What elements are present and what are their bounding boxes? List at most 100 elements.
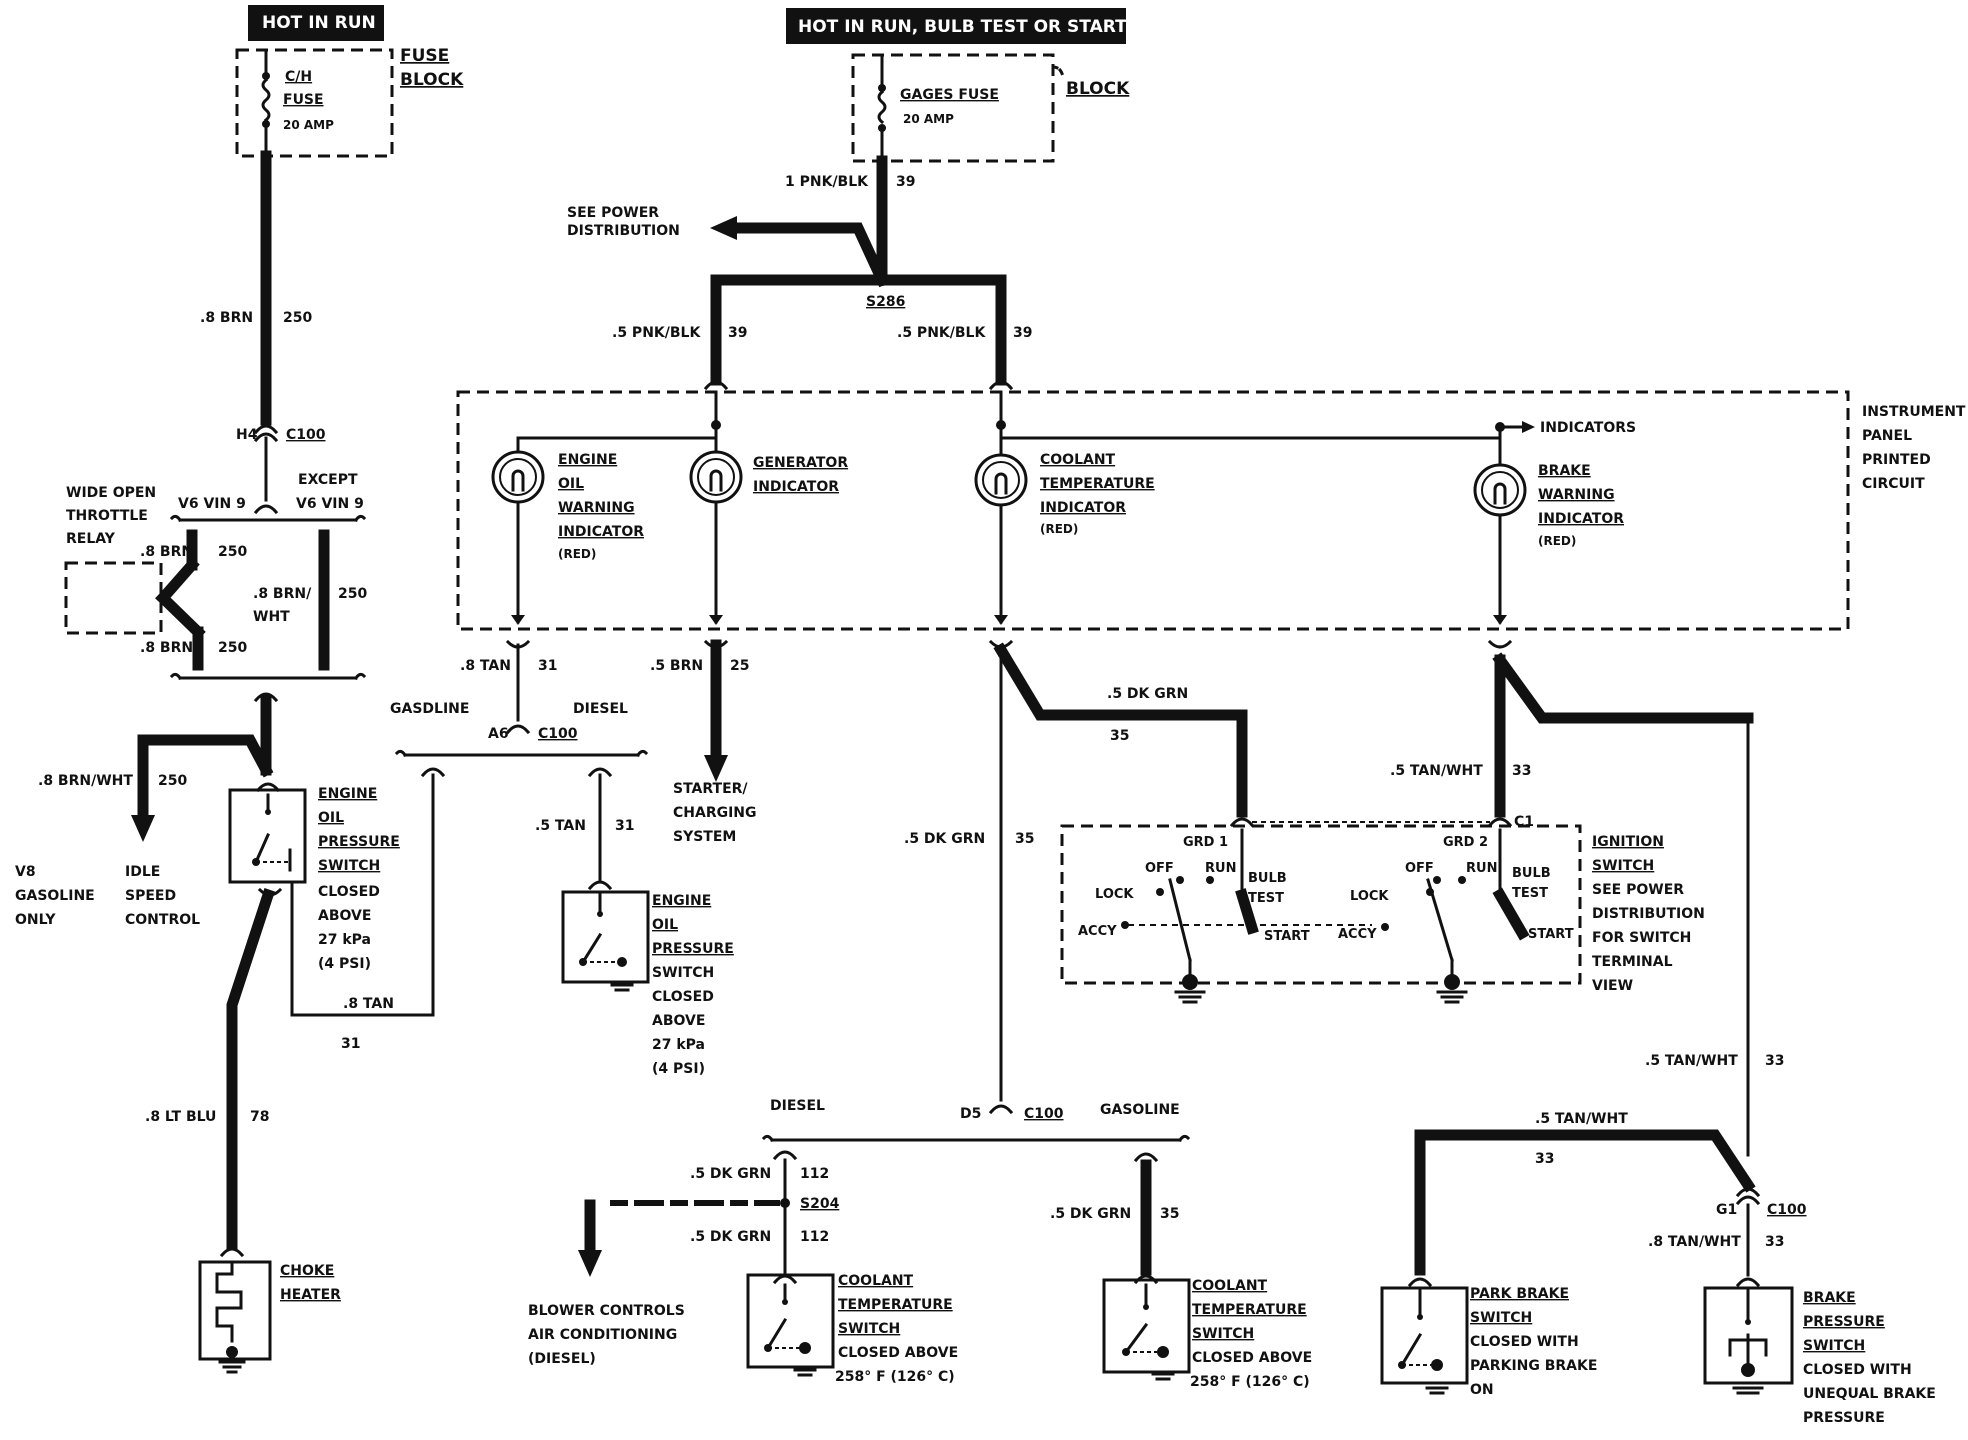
brake-ind-label-2: WARNING xyxy=(1538,487,1615,503)
park-brake-label-4: PARKING BRAKE xyxy=(1470,1358,1597,1374)
wire-tan31-circuit-a: 31 xyxy=(538,658,557,674)
cool-sw-diesel-label-3: SWITCH xyxy=(838,1321,900,1337)
note-blower-3: (DIESEL) xyxy=(528,1351,596,1367)
note-idle-3: CONTROL xyxy=(125,912,200,928)
park-brake-label-1: PARK BRAKE xyxy=(1470,1286,1569,1302)
ipc-label-3: PRINTED xyxy=(1862,452,1931,468)
note-gasoline-left: GASDLINE xyxy=(390,701,469,717)
brake-press-label-2: PRESSURE xyxy=(1803,1314,1885,1330)
instrument-panel: INSTRUMENT PANEL PRINTED CIRCUIT INDICAT… xyxy=(456,390,1966,631)
oil-sw-left-label-2: OIL xyxy=(318,810,344,826)
fuse-ch-label-2: FUSE xyxy=(283,92,324,108)
wire-25-gauge: .5 BRN xyxy=(650,658,703,674)
wire-35-gauge-b: .5 DK GRN xyxy=(904,831,985,847)
fuse-gages-label: GAGES FUSE xyxy=(900,87,999,103)
brake-press-label-6: PRESSURE xyxy=(1803,1410,1885,1426)
cool-sw-diesel-label-5: 258° F (126° C) xyxy=(835,1369,955,1385)
oil-sw-mid-label-4: SWITCH xyxy=(652,965,714,981)
note-indicators: INDICATORS xyxy=(1540,420,1636,436)
note-diesel-bottom: DIESEL xyxy=(770,1098,825,1114)
wire-33-circuit-c: 33 xyxy=(1535,1151,1554,1167)
wire-112-circuit-a: 112 xyxy=(800,1166,829,1182)
brake-press-label-4: CLOSED WITH xyxy=(1803,1362,1912,1378)
wire-35-gauge-c: .5 DK GRN xyxy=(1050,1206,1131,1222)
coolant-ind-label-1: COOLANT xyxy=(1040,452,1116,468)
wire-35-gauge-a: .5 DK GRN xyxy=(1107,686,1188,702)
wire-112-gauge-b: .5 DK GRN xyxy=(690,1229,771,1245)
cool-sw-diesel-label-4: CLOSED ABOVE xyxy=(838,1345,958,1361)
wire-tan31-gauge-c: .8 TAN xyxy=(343,996,394,1012)
splice-s204: S204 xyxy=(800,1196,840,1212)
oil-sw-mid-label-7: 27 kPa xyxy=(652,1037,705,1053)
header-hot-in-run-bulb-test: HOT IN RUN, BULB TEST OR START xyxy=(786,8,1127,44)
ign-test-1: TEST xyxy=(1248,891,1284,906)
wire-250-circuit: 250 xyxy=(283,310,312,326)
park-brake-label-2: SWITCH xyxy=(1470,1310,1532,1326)
ign-sw-label-4: DISTRIBUTION xyxy=(1592,906,1705,922)
wire-tan31-gauge-b: .5 TAN xyxy=(535,818,586,834)
conn-c100-a6: C100 xyxy=(538,726,578,742)
wire-33-gauge-a: .5 TAN/WHT xyxy=(1390,763,1483,779)
coolant-ind-label-3: INDICATOR xyxy=(1040,500,1126,516)
ign-off-1: OFF xyxy=(1145,861,1174,876)
wot-relay-label-3: RELAY xyxy=(66,531,116,547)
oil-sw-left-label-6: ABOVE xyxy=(318,908,371,924)
brake-press-label-3: SWITCH xyxy=(1803,1338,1865,1354)
circuit-39: 1 PNK/BLK 39 SEE POWER DISTRIBUTION S286… xyxy=(567,155,1032,391)
circuit-250: .8 BRN 250 H4 C100 V6 VIN 9 EXCEPT V6 VI… xyxy=(15,150,367,928)
wire-39-left-circuit: 39 xyxy=(728,325,747,341)
wire-25-circuit: 25 xyxy=(730,658,749,674)
wire-39-right-gauge: .5 PNK/BLK xyxy=(897,325,986,341)
conn-h4: H4 xyxy=(236,427,258,443)
cool-sw-gas-label-2: TEMPERATURE xyxy=(1192,1302,1307,1318)
fuse-gages: GAGES FUSE 20 AMP BLOCK xyxy=(851,53,1130,163)
wire-35-circuit-b: 35 xyxy=(1015,831,1034,847)
cool-sw-gas-label-1: COOLANT xyxy=(1192,1278,1268,1294)
ign-lock-1: LOCK xyxy=(1095,887,1134,902)
wire-wot-circuit-a: 250 xyxy=(218,544,247,560)
cool-sw-diesel-label-2: TEMPERATURE xyxy=(838,1297,953,1313)
wot-relay-label-2: THROTTLE xyxy=(66,508,148,524)
fuse-ch-label-1: C/H xyxy=(285,69,312,85)
splice-s286: S286 xyxy=(866,294,905,310)
wire-39-gauge: 1 PNK/BLK xyxy=(785,174,869,190)
park-brake-label-3: CLOSED WITH xyxy=(1470,1334,1579,1350)
conn-d5: D5 xyxy=(960,1106,981,1122)
ign-sw-label-6: TERMINAL xyxy=(1592,954,1673,970)
oil-warn-label-4: INDICATOR xyxy=(558,524,644,540)
oil-warn-label-3: WARNING xyxy=(558,500,635,516)
choke-label-1: CHOKE xyxy=(280,1263,334,1279)
conn-g1: G1 xyxy=(1716,1202,1737,1218)
ipc-label-4: CIRCUIT xyxy=(1862,476,1925,492)
ign-lock-2: LOCK xyxy=(1350,889,1389,904)
wire-tan31-circuit-c: 31 xyxy=(341,1036,360,1052)
circuit-33: .5 TAN/WHT 33 .5 TAN/WHT 33 .5 TAN/WHT 3… xyxy=(1390,639,1807,1277)
ign-start-1: START xyxy=(1264,929,1310,944)
wire-tan31-gauge-a: .8 TAN xyxy=(460,658,511,674)
wire-250-gauge: .8 BRN xyxy=(200,310,253,326)
wire-idle-gauge: .8 BRN/WHT xyxy=(38,773,133,789)
brake-ind-label-1: BRAKE xyxy=(1538,463,1591,479)
note-v8-3: ONLY xyxy=(15,912,56,928)
oil-warn-label-5: (RED) xyxy=(558,547,596,561)
ign-bulb-2: BULB xyxy=(1512,866,1551,881)
coolant-switch-gasoline: COOLANT TEMPERATURE SWITCH CLOSED ABOVE … xyxy=(1102,1274,1312,1390)
wire-33-circuit-d: 33 xyxy=(1765,1234,1784,1250)
fuse-gages-rating: 20 AMP xyxy=(903,112,954,126)
note-blower-2: AIR CONDITIONING xyxy=(528,1327,677,1343)
ign-bulb-1: BULB xyxy=(1248,871,1287,886)
wire-33-circuit-a: 33 xyxy=(1512,763,1531,779)
wire-brnwht-gauge-1: .8 BRN/ xyxy=(253,586,312,602)
wire-idle-circuit: 250 xyxy=(158,773,187,789)
note-v8-2: GASOLINE xyxy=(15,888,95,904)
brake-ind-label-3: INDICATOR xyxy=(1538,511,1624,527)
header-hot-in-run: HOT IN RUN xyxy=(248,5,384,41)
wire-35-circuit-c: 35 xyxy=(1160,1206,1179,1222)
generator-lamp xyxy=(689,436,743,625)
ipc-label-2: PANEL xyxy=(1862,428,1912,444)
fuse-ch-rating: 20 AMP xyxy=(283,118,334,132)
wire-35-circuit-a: 35 xyxy=(1110,728,1129,744)
wire-39-left-gauge: .5 PNK/BLK xyxy=(612,325,701,341)
brake-pressure-switch: BRAKE PRESSURE SWITCH CLOSED WITH UNEQUA… xyxy=(1703,1277,1936,1426)
circuit-31-left: .8 TAN 31 xyxy=(290,767,446,1052)
